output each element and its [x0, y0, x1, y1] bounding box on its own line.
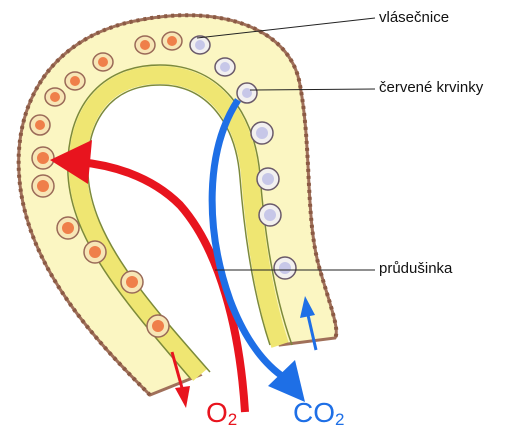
label-capillary: vlásečnice [379, 9, 449, 26]
oxygen-subscript: 2 [228, 410, 237, 429]
small-red-arrowhead [175, 386, 190, 408]
carbon-dioxide-subscript: 2 [335, 410, 344, 429]
oxygen-label: O2 [206, 397, 237, 429]
label-red-blood-cells: červené krvinky [379, 79, 483, 96]
oxygen-symbol: O [206, 397, 228, 428]
carbon-dioxide-label: CO2 [293, 397, 344, 429]
carbon-dioxide-symbol: CO [293, 397, 335, 428]
label-bronchiole: průdušinka [379, 260, 452, 277]
